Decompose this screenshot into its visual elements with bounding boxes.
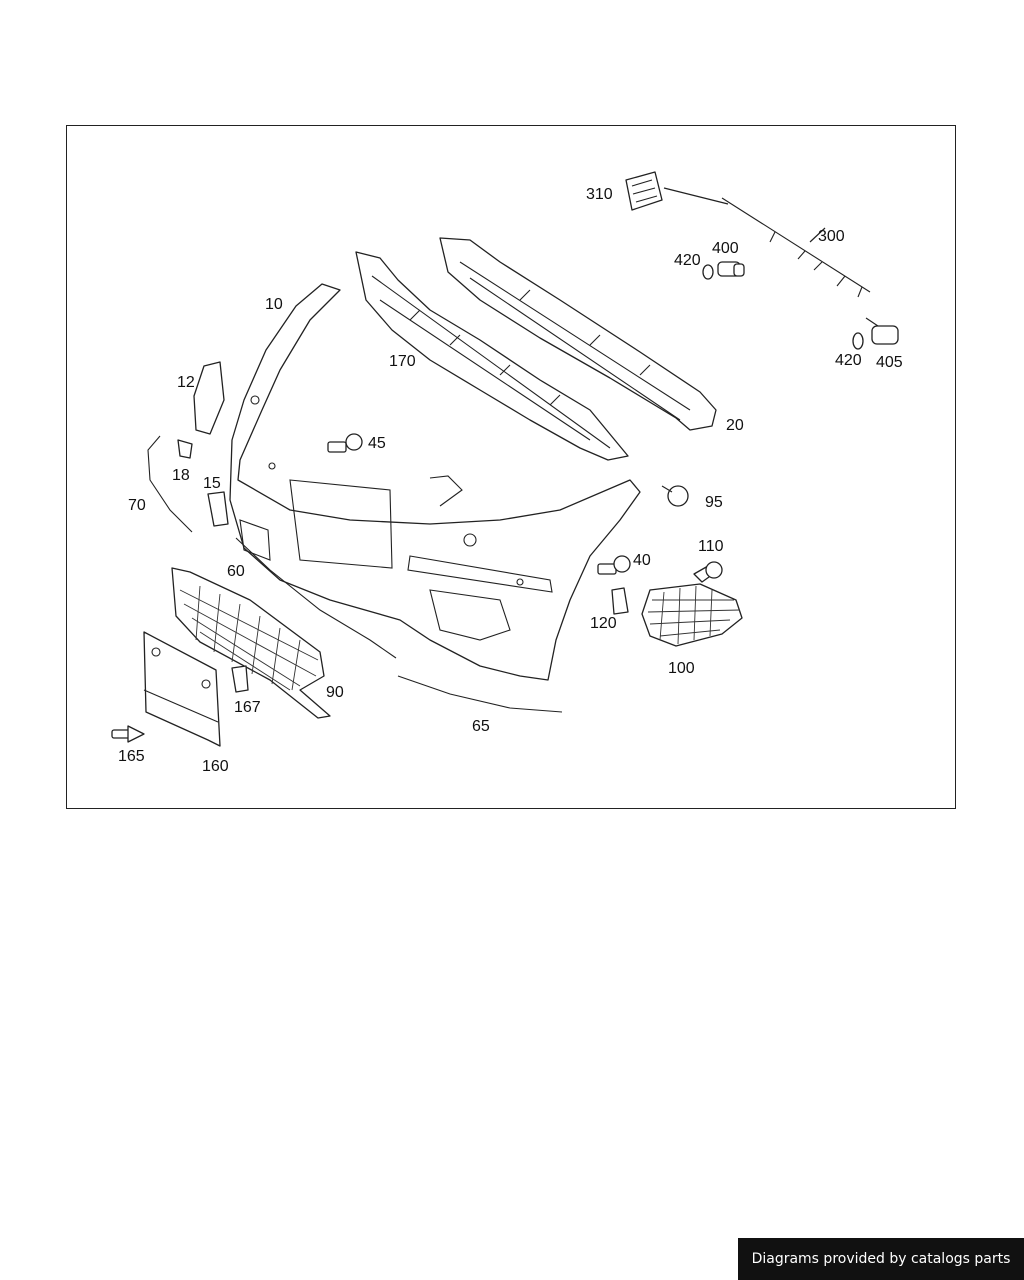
part-170-support[interactable] [355, 251, 629, 461]
callout-70: 70 [128, 497, 146, 514]
callout-65: 65 [472, 718, 490, 735]
callout-420-a: 420 [674, 252, 701, 269]
callout-165: 165 [118, 748, 145, 765]
part-12-cover[interactable] [193, 361, 225, 435]
part-420-ring-b[interactable] [852, 332, 864, 350]
part-90-grille[interactable] [171, 567, 331, 719]
callout-405: 405 [876, 354, 903, 371]
callout-90: 90 [326, 684, 344, 701]
callout-60: 60 [227, 563, 245, 580]
part-65-strip[interactable] [397, 675, 563, 713]
part-60-strip[interactable] [235, 537, 397, 659]
callout-420-b: 420 [835, 352, 862, 369]
part-400-sensor[interactable] [717, 261, 745, 277]
part-120-nut[interactable] [611, 587, 629, 615]
callout-170: 170 [389, 353, 416, 370]
leader-310 [663, 187, 729, 205]
part-310-bracket[interactable] [625, 171, 663, 211]
part-405-sensor[interactable] [865, 317, 899, 345]
part-18-clip[interactable] [177, 439, 193, 459]
credit-banner: Diagrams provided by catalogs parts [738, 1238, 1024, 1280]
callout-15: 15 [203, 475, 221, 492]
part-167-clip[interactable] [231, 665, 249, 693]
callout-110: 110 [698, 538, 724, 555]
part-10-bumper[interactable] [229, 283, 641, 681]
callout-12: 12 [177, 374, 195, 391]
callout-160: 160 [202, 758, 229, 775]
callout-310: 310 [586, 186, 613, 203]
callout-120: 120 [590, 615, 617, 632]
part-160-plate-bracket[interactable] [143, 631, 221, 747]
part-20-absorber[interactable] [439, 237, 717, 431]
callout-167: 167 [234, 699, 261, 716]
leader-300 [809, 227, 826, 243]
part-15-clip[interactable] [207, 491, 229, 527]
part-95-clip[interactable] [661, 485, 689, 507]
callout-100: 100 [668, 660, 695, 677]
callout-18: 18 [172, 467, 190, 484]
part-45-bolt[interactable] [327, 433, 363, 453]
callout-40: 40 [633, 552, 651, 569]
callout-300: 300 [818, 228, 845, 245]
callout-20: 20 [726, 417, 744, 434]
callout-400: 400 [712, 240, 739, 257]
part-110-screw[interactable] [693, 561, 723, 583]
part-165-rivet[interactable] [111, 725, 145, 743]
part-40-bolt[interactable] [597, 555, 631, 575]
part-420-ring-a[interactable] [702, 264, 714, 280]
callout-10: 10 [265, 296, 283, 313]
part-70-strip[interactable] [147, 435, 193, 533]
part-300-harness[interactable] [721, 197, 871, 298]
part-100-grille[interactable] [641, 583, 743, 647]
callout-95: 95 [705, 494, 723, 511]
callout-45: 45 [368, 435, 386, 452]
